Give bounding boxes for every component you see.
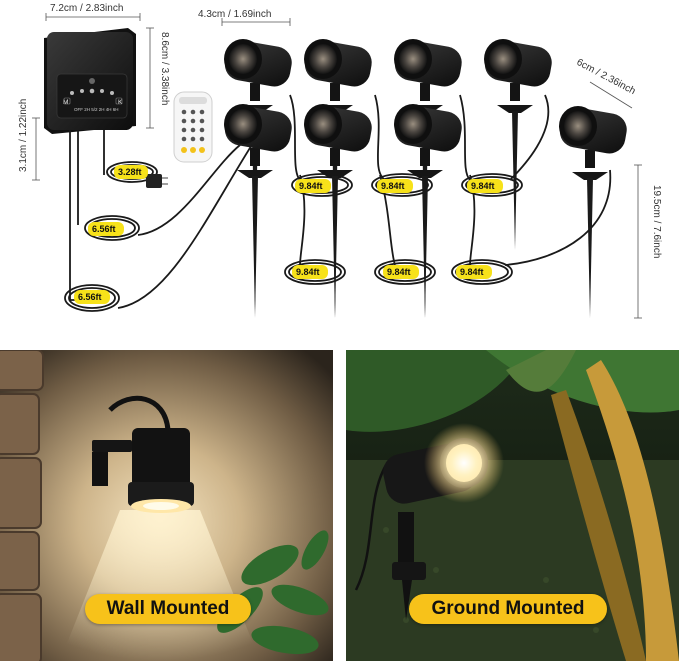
- ground-mounted-photo: [346, 350, 679, 661]
- light-flare: [424, 423, 504, 503]
- stake-height-label: 19.5cm / 7.6inch: [651, 185, 662, 258]
- spotlight-fixture: [484, 39, 552, 250]
- head-depth-label: 6cm / 2.36inch: [575, 57, 638, 97]
- spotlight-fixture: [559, 106, 627, 318]
- power-cord-length: 3.28ft: [118, 167, 142, 177]
- head-width-label: 4.3cm / 1.69inch: [198, 9, 271, 20]
- spotlights: [224, 39, 627, 318]
- product-diagram: 7.2cm / 2.83inch 8.6cm / 3.38inch 3.1cm …: [18, 3, 662, 319]
- light-4-length: 9.84ft: [296, 267, 320, 277]
- spotlight-fixture: [304, 104, 372, 318]
- light-3-length: 9.84ft: [471, 181, 495, 191]
- sun-icon: [89, 78, 95, 84]
- wall-bracket: [92, 395, 171, 486]
- light-6-length: 9.84ft: [460, 267, 484, 277]
- lead-1-length: 6.56ft: [92, 224, 116, 234]
- controller-width-label: 7.2cm / 2.83inch: [50, 3, 123, 14]
- lead-2-length: 6.56ft: [78, 292, 102, 302]
- power-plug-icon: [146, 174, 168, 188]
- product-diagram-svg: 7.2cm / 2.83inch 8.6cm / 3.38inch 3.1cm …: [18, 3, 662, 319]
- cable-labels: 3.28ft 6.56ft 6.56ft 9.84ft 9.84ft 9.84f…: [74, 165, 503, 304]
- mode-button-m-label: M: [63, 99, 68, 106]
- controller-box: M K OFF 2H 5/2 2H 4H 6H: [44, 28, 136, 134]
- spotlight-fixture: [394, 104, 462, 318]
- ground-mounted-caption: Ground Mounted: [409, 594, 607, 624]
- label-bg: [114, 165, 148, 179]
- timer-modes-label: OFF 2H 5/2 2H 4H 6H: [74, 107, 119, 112]
- side-depth-label: 3.1cm / 1.22inch: [18, 99, 29, 172]
- mode-button-k-label: K: [118, 99, 123, 106]
- light-1-length: 9.84ft: [299, 181, 323, 191]
- wall-mounted-caption: Wall Mounted: [85, 594, 251, 624]
- banana-leaves: [346, 350, 679, 661]
- stone-wall: [0, 350, 44, 661]
- controller-height-label: 8.6cm / 3.38inch: [159, 32, 170, 105]
- light-5-length: 9.84ft: [387, 267, 411, 277]
- remote-control: [173, 91, 213, 163]
- dimension-lines: [32, 13, 642, 319]
- spotlight-fixture: [224, 104, 292, 318]
- wall-fixture: [128, 428, 194, 513]
- light-2-length: 9.84ft: [381, 181, 405, 191]
